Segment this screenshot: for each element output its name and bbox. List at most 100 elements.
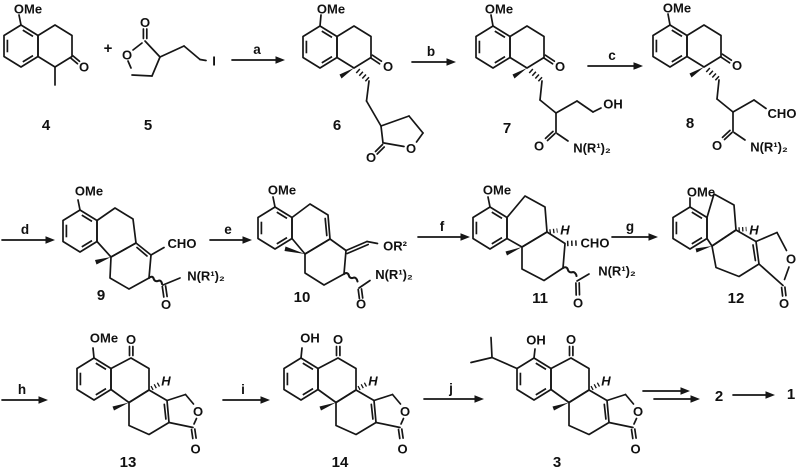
lactone-ring-oxygen-label: O — [633, 404, 643, 419]
compound-9: OMe CHO N(R¹)₂ O 9 — [62, 184, 225, 312]
step-label-d: d — [21, 222, 29, 237]
amide-oxygen-label: O — [534, 139, 544, 154]
iodide-label: I — [212, 54, 216, 69]
step-label-f: f — [440, 219, 445, 234]
benzene-ring — [302, 25, 338, 69]
ketone-oxygen-label: O — [732, 58, 742, 73]
amide-oxygen-label: O — [573, 296, 583, 311]
lactone-carbonyl-oxygen-label: O — [140, 15, 150, 30]
compound-number-1: 1 — [787, 386, 795, 403]
hashed-hydrogen-bond — [357, 382, 368, 391]
ring-oxygen-label: O — [122, 48, 132, 63]
benzene-ring — [516, 357, 552, 401]
compound-11: OMe H CHO N(R¹)₂ O 11 — [472, 183, 636, 311]
stereo-hydrogen-label: H — [368, 374, 378, 389]
lactone-carbonyl-oxygen-label: O — [630, 442, 640, 457]
benzene-ring — [672, 206, 708, 250]
benzene-ring — [472, 206, 508, 250]
step-label-h: h — [18, 382, 26, 397]
methyl-wedge-bond — [505, 247, 522, 256]
benzene-ring — [3, 24, 39, 68]
compound-3: OH O H O O 3 — [470, 332, 643, 469]
ketone-oxygen-label: O — [126, 332, 136, 347]
amide-label: N(R¹)₂ — [187, 269, 225, 284]
step-label-j: j — [448, 381, 453, 396]
step-label-b: b — [427, 44, 435, 59]
methyl-wedge-bond — [695, 246, 712, 253]
compound-13: OMe O H O O 13 — [76, 331, 203, 469]
compound-number-5: 5 — [144, 117, 152, 134]
methoxy-label: OMe — [687, 185, 715, 200]
benzene-ring — [62, 209, 98, 253]
amide-oxygen-label: O — [356, 297, 366, 312]
step-label-i: i — [241, 382, 245, 397]
methoxy-label: OMe — [485, 2, 513, 17]
lactone-carbonyl-oxygen-label: O — [366, 150, 376, 165]
amide-oxygen-label: O — [161, 297, 171, 312]
compound-8: OMe O CHO O N(R¹)₂ 8 — [652, 1, 797, 155]
compound-10: OMe OR² N(R¹)₂ O 10 — [257, 183, 413, 312]
compound-number-11: 11 — [532, 290, 548, 307]
methoxy-label: OMe — [663, 1, 691, 16]
benzene-ring — [257, 206, 293, 250]
methoxy-label: OMe — [268, 183, 296, 198]
reaction-arrow-h: h — [1, 382, 48, 404]
benzene-ring — [475, 25, 511, 69]
stereo-hydrogen-label: H — [560, 223, 570, 238]
step-label-a: a — [253, 42, 261, 57]
stereo-hydrogen-label: H — [161, 374, 171, 389]
compound-number-9: 9 — [97, 287, 105, 304]
compound-6: OMe O O O 6 — [302, 2, 424, 165]
compound-number-14: 14 — [332, 454, 349, 469]
compound-7-skeleton — [490, 14, 602, 142]
lactone-ring-oxygen-label: O — [786, 252, 796, 267]
compound-number-4: 4 — [42, 117, 51, 134]
stereo-hydrogen-label: H — [749, 223, 759, 238]
step-label-g: g — [626, 219, 634, 234]
ketone-oxygen-label: O — [566, 332, 576, 347]
methyl-wedge-bond — [284, 246, 305, 254]
compound-number-13: 13 — [120, 454, 137, 469]
ketone-oxygen-label: O — [383, 59, 393, 74]
methyl-wedge-bond — [512, 68, 527, 79]
methoxy-label: OMe — [317, 2, 345, 17]
reaction-arrow-d: d — [1, 222, 55, 244]
benzene-ring — [76, 357, 112, 401]
methyl-wedge-bond — [319, 402, 336, 411]
squiggle-amide-bond — [342, 272, 359, 283]
amide-oxygen-label: O — [712, 138, 722, 153]
compound-13-skeleton — [92, 345, 198, 440]
reaction-arrow-j: j — [423, 381, 484, 403]
compound-7: OMe O OH O N(R¹)₂ 7 — [475, 2, 623, 156]
compound-9-skeleton — [77, 199, 181, 298]
plus-sign: + — [104, 40, 113, 57]
aldehyde-label: CHO — [168, 236, 197, 251]
reaction-arrow-e: e — [209, 222, 252, 244]
step-label-e: e — [224, 222, 232, 237]
lactone-ring-oxygen-label: O — [400, 404, 410, 419]
squiggle-amide-bond — [561, 266, 578, 278]
hydroxyl-label: OH — [526, 333, 546, 348]
reaction-arrow-b: b — [411, 44, 456, 66]
hydroxyl-label: OH — [300, 331, 320, 346]
stereo-hydrogen-label: H — [601, 374, 611, 389]
amide-label: N(R¹)₂ — [375, 267, 413, 282]
compound-12: OMe H O O 12 — [672, 185, 796, 311]
reaction-arrow-a: a — [231, 42, 285, 64]
compound-12-skeleton — [689, 193, 790, 297]
compound-number-2: 2 — [715, 388, 723, 405]
lactone-ring-oxygen-label: O — [193, 404, 203, 419]
compound-4: OMe O 4 — [3, 2, 89, 134]
aldehyde-label: CHO — [768, 106, 797, 121]
reaction-arrow-c: c — [587, 48, 643, 70]
benzene-ring — [283, 357, 319, 401]
compound-number-3: 3 — [553, 454, 561, 469]
hashed-chain-bond — [528, 68, 543, 83]
methoxy-label: OMe — [483, 183, 511, 198]
hashed-chain-bond — [705, 67, 720, 82]
compound-5-skeleton — [127, 28, 207, 77]
compound-number-6: 6 — [333, 117, 341, 134]
hashed-aldehyde-bond — [566, 240, 579, 247]
